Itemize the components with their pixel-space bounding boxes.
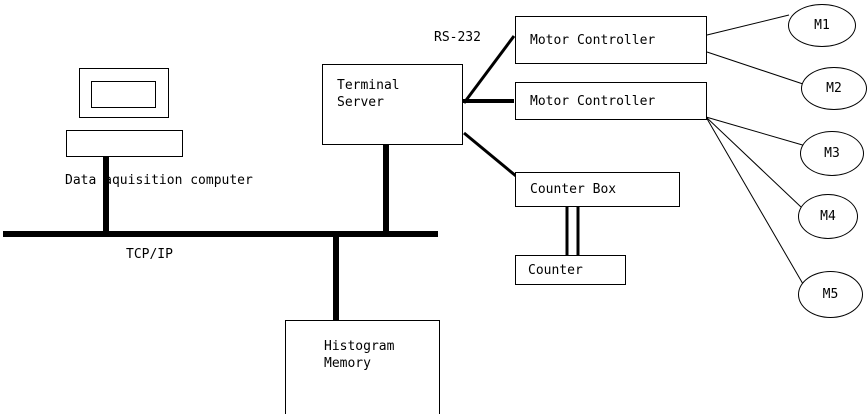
- wire-motor-controller-2-to-m3: [705, 116, 807, 147]
- motor-controller-1-label: Motor Controller: [530, 33, 656, 48]
- histogram-memory-box[interactable]: Histogram Memory: [285, 320, 440, 414]
- data-acquisition-computer-label: Data aquisition computer: [65, 173, 253, 188]
- counter-box-device[interactable]: Counter: [515, 255, 626, 285]
- motor-m2[interactable]: M2: [801, 67, 867, 110]
- tcpip-label: TCP/IP: [126, 247, 173, 262]
- histogram-memory-label-line-1: Histogram: [324, 339, 395, 354]
- computer-monitor-screen: [91, 81, 156, 108]
- histogram-memory-label-line-2: Memory: [324, 356, 371, 371]
- motor-m2-label: M2: [826, 81, 842, 96]
- motor-m5[interactable]: M5: [798, 271, 863, 318]
- terminal-server-label-line-1: Terminal: [337, 78, 400, 93]
- wire-terminal-server-to-counter-box: [463, 131, 517, 178]
- motor-m4-label: M4: [820, 209, 836, 224]
- wire-terminal-server-to-motor-controller-1: [462, 35, 516, 104]
- motor-controller-2-label: Motor Controller: [530, 94, 656, 109]
- wire-motor-controller-1-to-m1: [706, 14, 790, 36]
- motor-controller-2-box[interactable]: Motor Controller: [515, 82, 707, 120]
- terminal-server-box[interactable]: Terminal Server: [322, 64, 463, 145]
- counter-label: Counter: [528, 263, 583, 278]
- terminal-server-label-line-2: Server: [337, 95, 384, 110]
- motor-m4[interactable]: M4: [798, 194, 858, 239]
- computer-chassis: [66, 130, 183, 157]
- wire-motor-controller-2-to-m5: [705, 116, 804, 285]
- counter-box[interactable]: Counter Box: [515, 172, 680, 207]
- counter-box-label: Counter Box: [530, 182, 617, 197]
- motor-controller-1-box[interactable]: Motor Controller: [515, 16, 707, 64]
- motor-m1-label: M1: [814, 18, 830, 33]
- motor-m1[interactable]: M1: [788, 4, 856, 47]
- wire-motor-controller-1-to-m2: [706, 51, 807, 86]
- motor-m5-label: M5: [822, 287, 839, 302]
- motor-m3-label: M3: [824, 146, 840, 161]
- rs232-label: RS-232: [434, 30, 481, 45]
- motor-m3[interactable]: M3: [800, 131, 864, 176]
- wire-motor-controller-2-to-m4: [705, 116, 802, 208]
